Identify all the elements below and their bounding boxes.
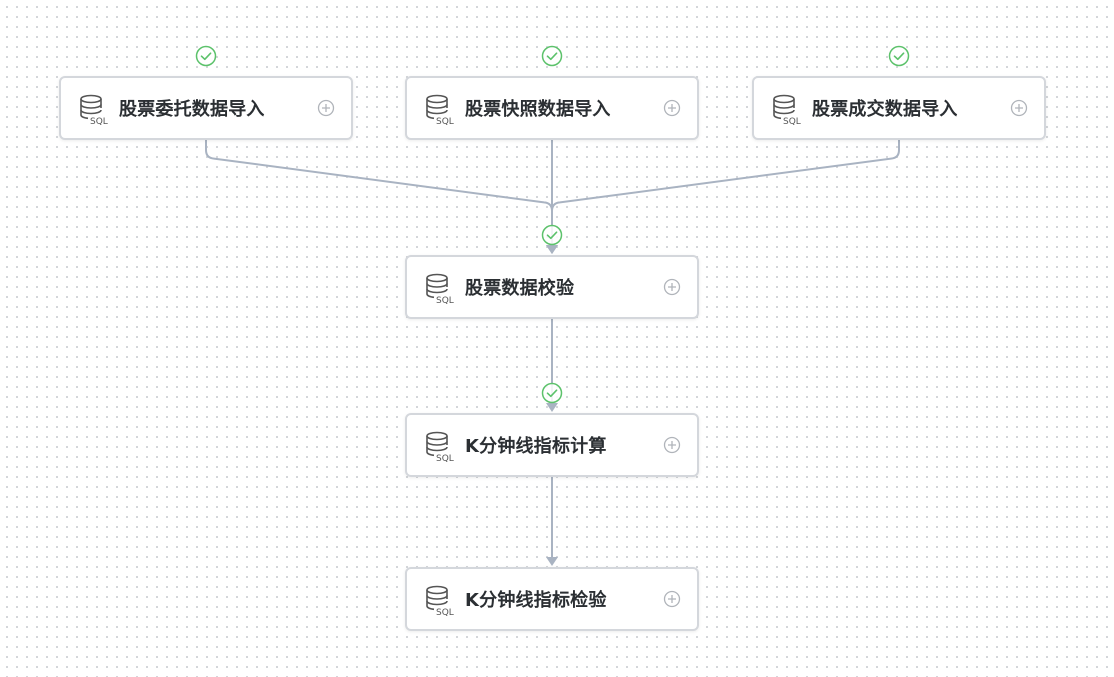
svg-text:SQL: SQL xyxy=(436,117,454,126)
task-node[interactable]: SQL 股票委托数据导入 xyxy=(59,76,353,140)
sql-database-icon: SQL xyxy=(80,94,108,126)
success-check-icon xyxy=(541,45,563,67)
sql-database-icon: SQL xyxy=(426,431,454,463)
edge-arrowhead xyxy=(546,245,558,254)
add-circle-icon[interactable] xyxy=(663,99,681,117)
node-label: 股票委托数据导入 xyxy=(119,99,265,120)
svg-text:SQL: SQL xyxy=(436,608,454,617)
node-label: 股票成交数据导入 xyxy=(812,99,958,120)
success-check-icon xyxy=(195,45,217,67)
edge-n1-n4 xyxy=(205,140,553,251)
svg-text:SQL: SQL xyxy=(436,454,454,463)
svg-text:SQL: SQL xyxy=(783,117,801,126)
node-label: K分钟线指标计算 xyxy=(465,436,607,457)
edge-arrowhead xyxy=(546,403,558,412)
edge-n3-n4 xyxy=(551,140,900,251)
add-circle-icon[interactable] xyxy=(317,99,335,117)
sql-database-icon: SQL xyxy=(426,585,454,617)
sql-database-icon: SQL xyxy=(426,94,454,126)
task-node[interactable]: SQL 股票成交数据导入 xyxy=(752,76,1046,140)
svg-text:SQL: SQL xyxy=(436,296,454,305)
add-circle-icon[interactable] xyxy=(663,436,681,454)
edge-arrowhead xyxy=(546,245,558,254)
success-check-icon xyxy=(541,382,563,404)
add-circle-icon[interactable] xyxy=(663,278,681,296)
node-label: K分钟线指标检验 xyxy=(465,590,607,611)
task-node[interactable]: SQL 股票数据校验 xyxy=(405,255,699,319)
sql-database-icon: SQL xyxy=(773,94,801,126)
node-label: 股票数据校验 xyxy=(465,278,575,299)
success-check-icon xyxy=(888,45,910,67)
sql-database-icon: SQL xyxy=(426,273,454,305)
svg-text:SQL: SQL xyxy=(90,117,108,126)
node-label: 股票快照数据导入 xyxy=(465,99,611,120)
task-node[interactable]: SQL 股票快照数据导入 xyxy=(405,76,699,140)
task-node[interactable]: SQL K分钟线指标计算 xyxy=(405,413,699,477)
edge-arrowhead xyxy=(546,245,558,254)
add-circle-icon[interactable] xyxy=(663,590,681,608)
add-circle-icon[interactable] xyxy=(1010,99,1028,117)
task-node[interactable]: SQL K分钟线指标检验 xyxy=(405,567,699,631)
edge-arrowhead xyxy=(546,557,558,566)
success-check-icon xyxy=(541,224,563,246)
